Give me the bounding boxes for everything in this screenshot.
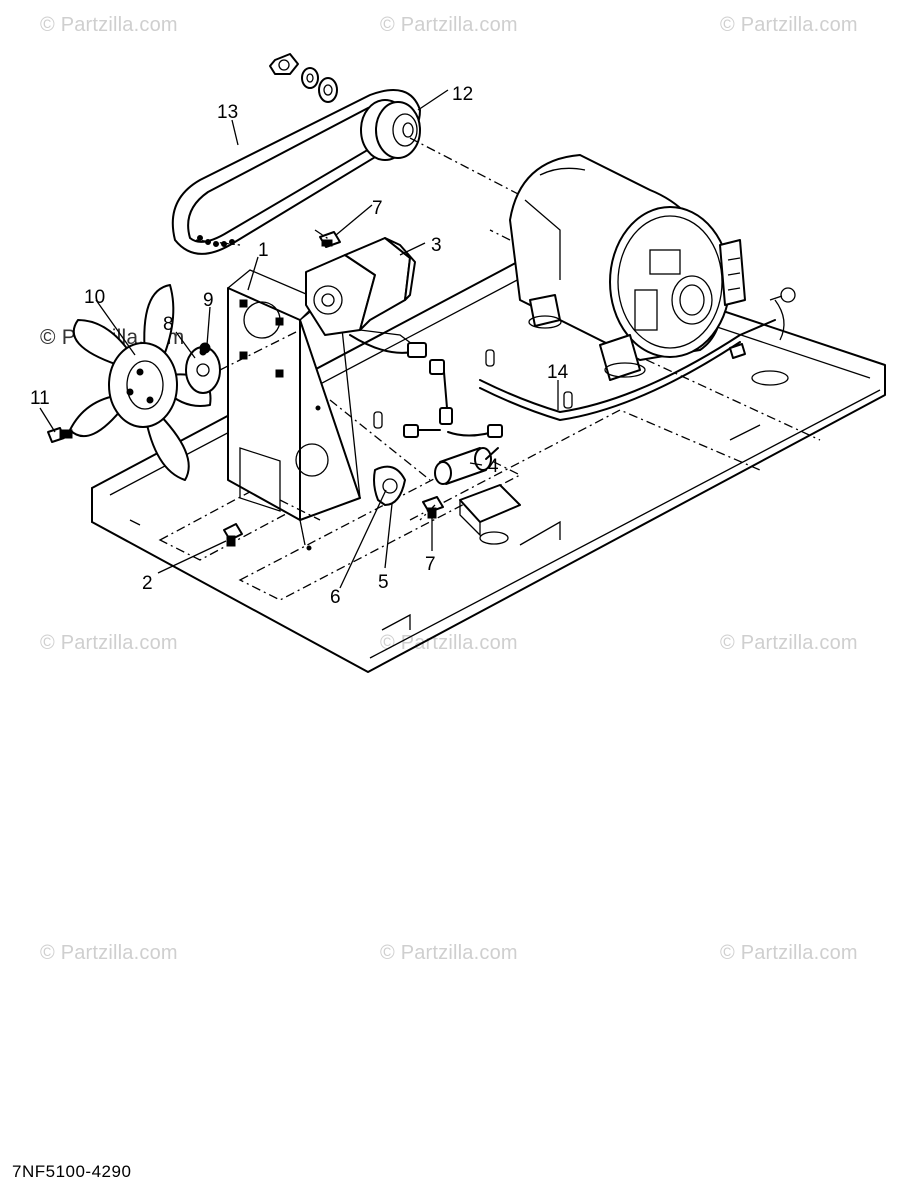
fan-hub [185,329,301,394]
leader-lines [39,89,559,589]
watermark-row2-center: © Partzilla.com [380,632,518,654]
drive-belt [171,89,421,255]
cooling-fan [69,284,212,481]
callout-1: 1 [258,240,269,261]
wire-harness [349,334,503,438]
watermark-row2-right: © Partzilla.com [720,632,858,654]
callouts: 1 2 3 4 5 6 7 7 8 9 10 11 12 13 14 [30,84,569,608]
callout-4: 4 [488,456,499,477]
bolt-upper [319,231,341,248]
gear-motor [299,237,421,351]
nut-and-washers [269,53,338,103]
callout-8: 8 [163,314,174,335]
watermark-row3-right: © Partzilla.com [720,942,858,964]
watermark-top-left: © Partzilla.com [40,14,178,36]
callout-10: 10 [84,287,105,308]
callout-13: 13 [217,102,238,123]
diagram-code: 7NF5100-4290 [12,1162,132,1181]
bolt-fan [47,427,73,443]
ground-cable [479,287,796,421]
center-lines [314,229,436,521]
watermark-row3-center: © Partzilla.com [380,942,518,964]
callout-11: 11 [30,388,50,409]
callout-7-upper: 7 [372,198,383,219]
capacitor-bracket [459,484,521,545]
capacitor [434,447,499,485]
callout-14: 14 [547,362,569,383]
callout-5: 5 [378,572,389,593]
callout-9: 9 [203,290,214,311]
watermark-row3-left: © Partzilla.com [40,942,178,964]
dowel-pins [373,349,573,429]
bolt-2 [223,523,243,547]
callout-7-lower: 7 [425,554,436,575]
watermark-top-center: © Partzilla.com [380,14,518,36]
callout-12: 12 [452,84,473,105]
capacitor-clamp [373,465,406,506]
watermark-top-right: © Partzilla.com [720,14,858,36]
callout-2: 2 [142,573,153,594]
callout-3: 3 [431,235,442,256]
watermark-row2-left: © Partzilla.com [40,632,178,654]
pulley [360,99,521,196]
callout-6: 6 [330,587,341,608]
main-motor [489,154,746,381]
